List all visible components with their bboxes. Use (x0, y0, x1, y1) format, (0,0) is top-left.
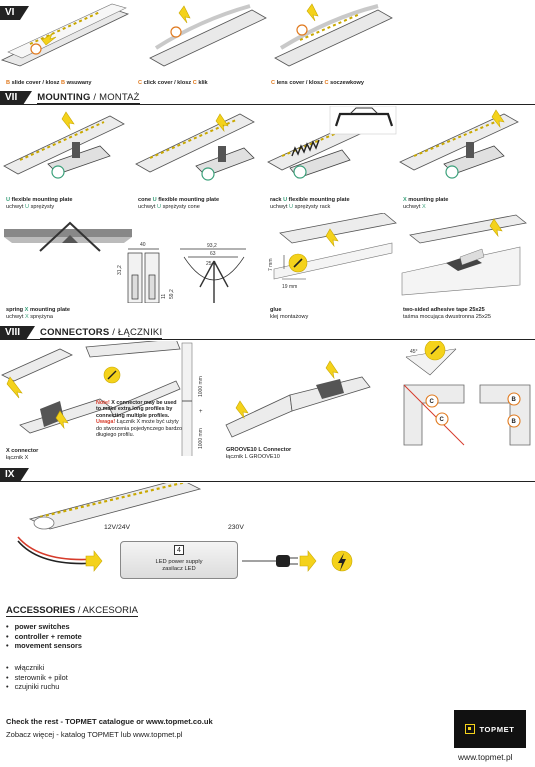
plus-sign: + (199, 409, 203, 415)
lens-cover-caption: C lens cover / klosz C soczewkowy (271, 80, 364, 86)
section-viii-rule (0, 339, 535, 340)
rack-plate-illustration (267, 106, 397, 179)
accessories-title: ACCESSORIES / AKCESORIA (6, 605, 138, 617)
dim-1000-bottom: 1000 mm (198, 428, 204, 449)
voltage-high-label: 230V (228, 524, 244, 531)
cover-illustrations (0, 3, 393, 67)
arrow-icon (6, 376, 23, 399)
arrow-icon (61, 111, 75, 131)
x-plate-caption: X mounting plate uchwyt X (403, 197, 449, 210)
x-connector-illustration (1, 341, 181, 434)
logo-icon (465, 724, 476, 734)
section-number: VI (0, 6, 31, 20)
rack-plate-caption: rack U flexible mounting plate uchwyt U … (270, 197, 350, 210)
slide-cover-illustration (0, 3, 130, 67)
spring-plate-illustration (4, 221, 132, 252)
angle-label: 45° (410, 349, 418, 355)
x-connector-note: Note! X connector may be used to make ex… (96, 400, 183, 439)
dim-1000-top: 1000 mm (198, 376, 204, 397)
arrow-icon (306, 3, 319, 22)
mounting-row2-illustrations: 40 31,2 11 59,2 93,2 63 25,4 7 mm 19 mm (4, 213, 527, 303)
list-item: sterownik + pilot (6, 673, 68, 683)
list-item: czujniki ruchu (6, 682, 68, 692)
section-vii-header: VII MOUNTING / MONTAŻ (0, 91, 140, 105)
u-plate-caption: U flexible mounting plate uchwyt U spręż… (6, 197, 73, 210)
badge-c1: C (430, 399, 435, 405)
topmet-logo: TOPMET (454, 710, 526, 748)
section-vi-header: VI (0, 6, 31, 20)
dim-31-2: 31,2 (117, 265, 123, 275)
lens-cover-illustration (274, 3, 393, 67)
accessories-list-en: power switches controller + remote movem… (6, 622, 82, 651)
section-title: MOUNTING / MONTAŻ (37, 92, 140, 104)
footer-catalogue-en: Check the rest - TOPMET catalogue or www… (6, 717, 213, 726)
angle-drawings (403, 341, 531, 446)
arrow-icon (235, 400, 249, 420)
arrow-icon (325, 228, 339, 248)
click-cover-illustration (149, 4, 267, 67)
arrow-icon (178, 5, 191, 24)
dim-25-4: 25,4 (206, 261, 216, 267)
spring-plate-front-drawing (180, 248, 246, 303)
arrow-icon (491, 109, 505, 129)
arrow-icon (41, 33, 57, 46)
groove-l-connector-illustration (225, 360, 371, 438)
connectors-illustrations: 45° C C B B 1000 mm 1000 mm + (1, 341, 531, 456)
dim-93-2: 93,2 (207, 243, 217, 249)
led-profile-illustration (17, 483, 202, 572)
voltage-low-label: 12V/24V (104, 524, 131, 531)
badge-c2: C (440, 417, 445, 423)
arrow-icon (299, 550, 317, 572)
section-number: VIII (0, 326, 36, 340)
u-plate-illustration (3, 111, 125, 179)
spring-plate-caption: spring X mounting plate uchwyt X sprężyn… (6, 307, 71, 320)
cone-plate-illustration (135, 113, 255, 181)
arrow-icon (215, 113, 229, 133)
website-link[interactable]: www.topmet.pl (458, 752, 513, 762)
power-supply-number: 4 (174, 545, 184, 555)
dim-7mm: 7 mm (268, 259, 274, 272)
footer-catalogue-pl: Zobacz więcej - katalog TOPMET lub www.t… (6, 730, 183, 739)
glue-illustration (273, 213, 397, 280)
accessories-list-pl: włączniki sterownik + pilot czujniki ruc… (6, 663, 68, 692)
power-icon (338, 553, 346, 571)
mounting-row1-illustrations (3, 106, 519, 181)
arrow-icon (55, 410, 69, 430)
list-item: controller + remote (6, 632, 82, 642)
list-item: power switches (6, 622, 82, 632)
plug-illustration (242, 550, 353, 572)
dim-63: 63 (210, 251, 216, 257)
section-ix-header: IX (0, 468, 31, 482)
click-cover-caption: C click cover / klosz C klik (138, 80, 208, 86)
arrow-icon (489, 218, 503, 238)
dim-40: 40 (140, 242, 146, 248)
slide-cover-caption: B slide cover / klosz B wsuwany (6, 80, 92, 86)
cone-plate-caption: cone U flexible mounting plate uchwyt U … (138, 197, 220, 210)
list-item: włączniki (6, 663, 68, 673)
long-profile-drawing (181, 342, 193, 456)
badge-b2: B (512, 419, 517, 425)
section-viii-header: VIII CONNECTORS / ŁĄCZNIKI (0, 326, 163, 340)
badge-b1: B (512, 397, 517, 403)
x-plate-illustration (399, 109, 519, 179)
section-ix-rule (0, 481, 535, 482)
list-item: movement sensors (6, 641, 82, 651)
arrow-icon (325, 360, 339, 380)
spring-plate-drawing (127, 248, 160, 303)
section-number: IX (0, 468, 31, 482)
arrow-icon (85, 550, 103, 572)
dim-59-2: 59,2 (169, 289, 175, 299)
section-number: VII (0, 91, 33, 105)
power-illustrations (17, 483, 353, 572)
dim-11: 11 (161, 294, 167, 299)
section-vii-rule (0, 104, 535, 105)
section-title: CONNECTORS / ŁĄCZNIKI (40, 327, 163, 339)
tape-illustration (401, 214, 527, 296)
dim-19mm: 19 mm (282, 284, 297, 290)
